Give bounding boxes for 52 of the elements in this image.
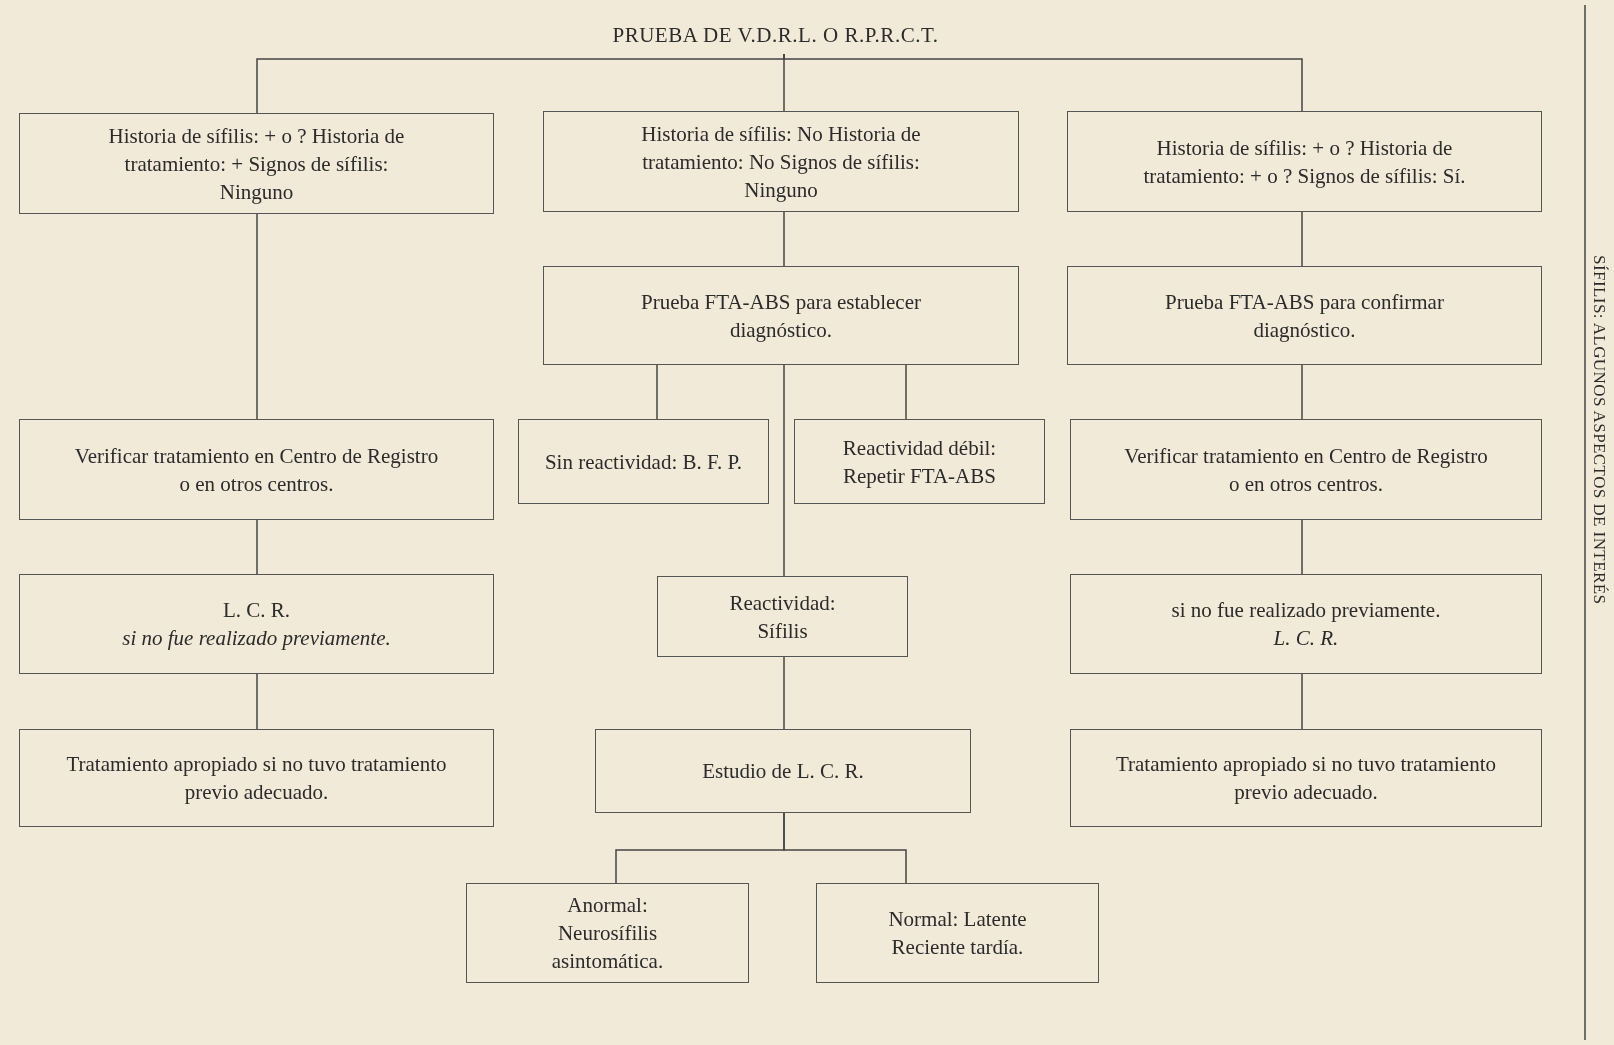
box-text: Tratamiento apropiado si no tuvo tratamiento previo adecuado. <box>65 751 448 806</box>
process-box <box>1067 111 1542 212</box>
process-box <box>794 419 1045 504</box>
box-text: Normal: Latente Reciente tardía. <box>887 906 1028 961</box>
process-box <box>595 729 971 813</box>
process-box <box>543 111 1019 212</box>
connector-line <box>783 211 785 267</box>
box-text: Verificar tratamiento en Centro de Registro o en otros centros. <box>73 442 440 498</box>
connector-line <box>1301 519 1303 575</box>
running-header: SÍFILIS: ALGUNOS ASPECTOS DE INTERÉS <box>1589 255 1611 605</box>
box-text: Tratamiento apropiado si no tuvo tratamiento previo adecuado. <box>1114 751 1498 806</box>
box-text: L. C. R. <box>222 597 291 624</box>
box-text: Prueba FTA-ABS para confirmar diagnóstico. <box>1164 288 1445 344</box>
process-box <box>657 576 908 657</box>
connector-line <box>656 364 658 420</box>
box-text: Estudio de L. C. R. <box>702 758 864 785</box>
process-box <box>1067 266 1542 365</box>
connector-line <box>783 53 1303 112</box>
process-box <box>1070 574 1542 674</box>
connector-line <box>783 812 907 884</box>
box-text: Historia de sífilis: + o ? Historia de tratamiento: + o ? Signos de sífilis: Sí. <box>1142 134 1467 190</box>
connector-line <box>783 656 785 730</box>
process-box <box>1070 419 1542 520</box>
box-text: Verificar tratamiento en Centro de Registro o en otros centros. <box>1123 442 1489 498</box>
process-box <box>518 419 769 504</box>
box-text: Sin reactividad: B. F. P. <box>544 448 743 476</box>
connector-line <box>1301 364 1303 420</box>
box-text: Reactividad: Sífilis <box>728 589 837 645</box>
connector-line <box>256 519 258 575</box>
process-box <box>816 883 1099 983</box>
box-text: si no fue realizado previamente. <box>122 625 391 652</box>
box-text: L. C. R. <box>1273 625 1339 652</box>
box-text: Prueba FTA-ABS para establecer diagnóstico. <box>640 288 922 344</box>
process-box <box>19 574 494 674</box>
process-box <box>543 266 1019 365</box>
connector-line <box>1301 673 1303 730</box>
process-box <box>19 729 494 827</box>
connector-line <box>256 213 258 420</box>
box-text: Historia de sífilis: + o ? Historia de tratamiento: + Signos de sífilis: Ninguno <box>107 122 406 206</box>
process-box <box>1070 729 1542 827</box>
connector-line <box>783 364 785 577</box>
box-text: si no fue realizado previamente. <box>1171 597 1441 624</box>
box-text: Reactividad débil: Repetir FTA-ABS <box>841 434 998 490</box>
connector-line <box>1301 211 1303 267</box>
connector-line <box>905 364 907 420</box>
process-box <box>466 883 749 983</box>
process-box <box>19 113 494 214</box>
box-text: Historia de sífilis: No Historia de tratamiento: No Signos de sífilis: Ninguno <box>640 120 922 204</box>
process-box <box>19 419 494 520</box>
box-text: PRUEBA DE V.D.R.L. O R.P.R.C.T. <box>612 22 939 50</box>
box-text: Anormal: Neurosífilis asintomática. <box>550 892 665 975</box>
connector-line <box>256 673 258 730</box>
